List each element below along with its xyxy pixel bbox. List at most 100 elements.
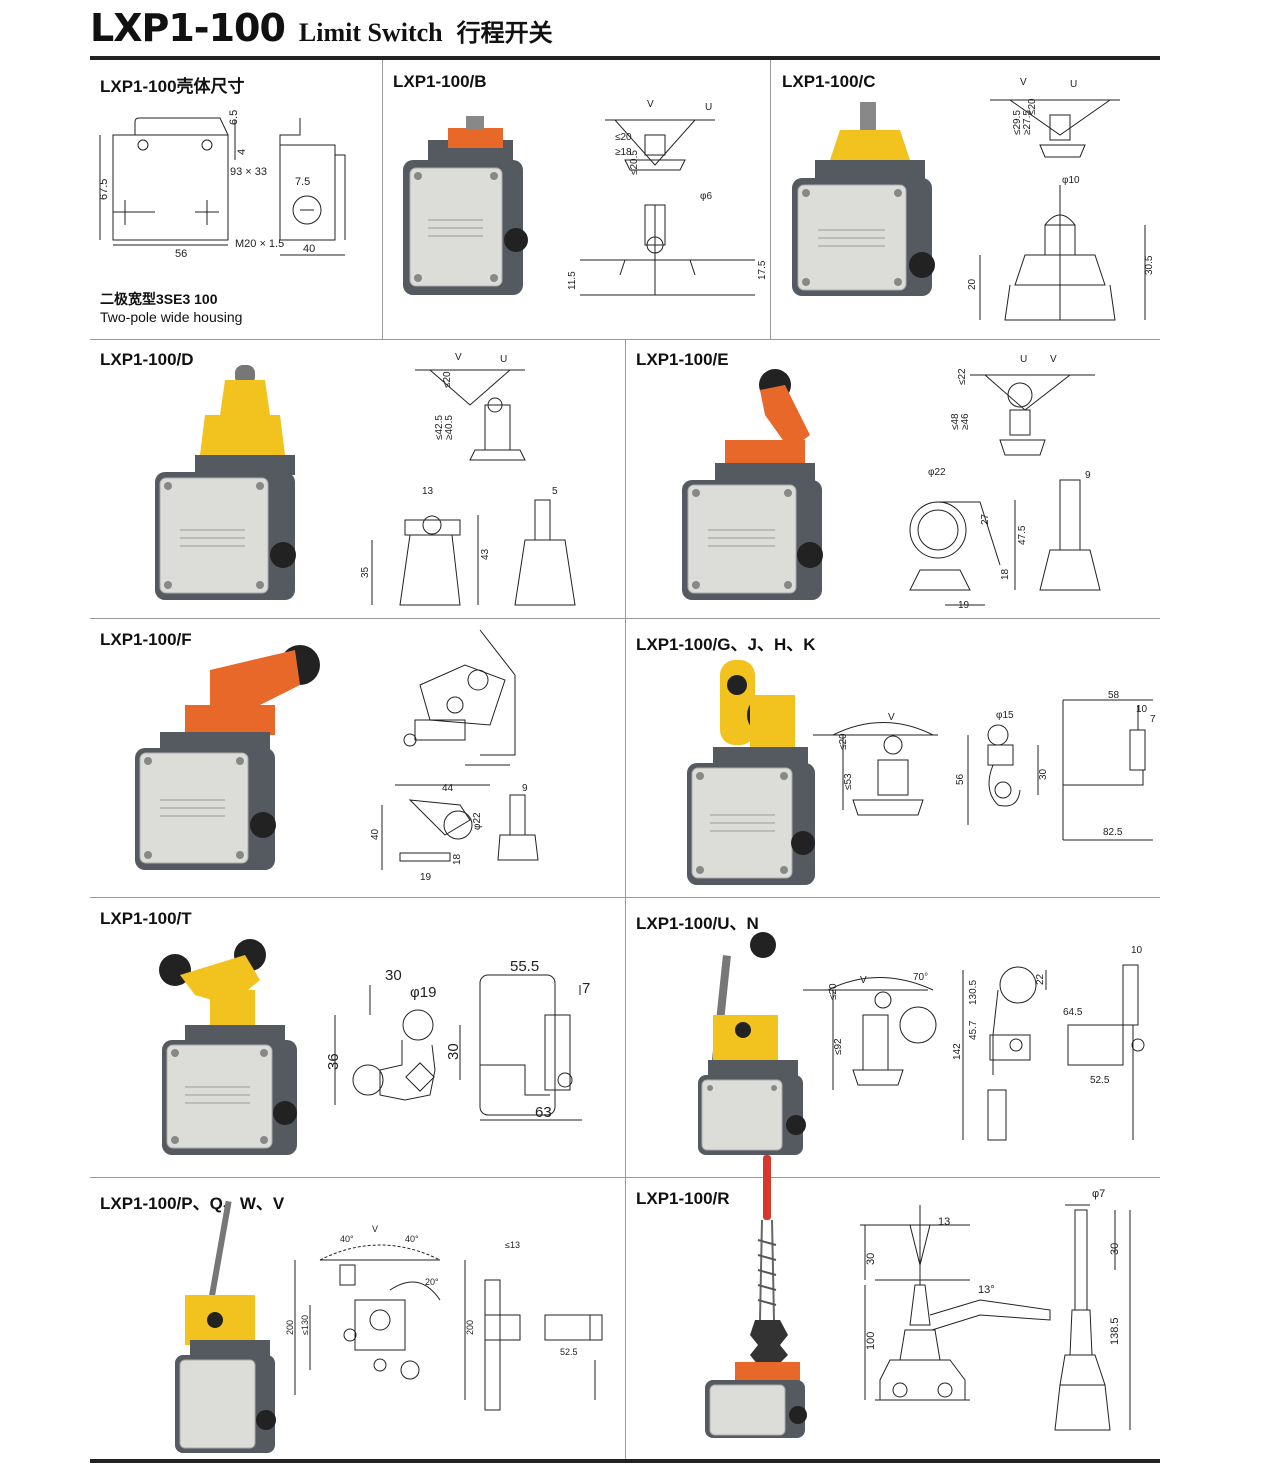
dim-text: ≤20.5: [629, 150, 640, 175]
dim-text: 200: [465, 1320, 475, 1335]
dim-text: 67.5: [98, 179, 110, 200]
dim-text: ≤20: [838, 733, 849, 750]
dimension-drawing-e: U V ≤22 ≤48 ≥46 φ22 9 27 47.5 18 19: [909, 354, 1101, 611]
dim-text: V: [1020, 77, 1027, 88]
dim-text: 13: [422, 486, 434, 497]
dimension-drawing-pqwv: 40° V 40° 200 ≤130 ≤13 20° 200 52.5: [285, 1224, 603, 1411]
dim-text: 58: [1108, 690, 1120, 701]
dim-text: 30: [385, 967, 402, 984]
dim-text: 19: [420, 872, 432, 883]
dim-text: 43: [480, 548, 491, 560]
product-photo-d: [155, 365, 296, 600]
dim-text: ≤20: [1027, 98, 1038, 115]
dim-text: ≤22: [957, 368, 968, 385]
section-label-pqwv: LXP1-100/P、Q、W、V: [100, 1194, 285, 1213]
col-divider: [625, 339, 626, 1459]
product-photo-b: [403, 116, 528, 295]
dim-text: 52.5: [560, 1347, 578, 1357]
dim-text: φ6: [700, 191, 712, 202]
dimension-drawing-gjhk: V ≤20 ≤53 φ15 56 30 58 10 7 82.5: [813, 690, 1156, 841]
housing-note-zh: 二极宽型3SE3 100: [100, 291, 218, 307]
dim-text: ≤20: [828, 983, 839, 1000]
dim-text: 100: [865, 1332, 877, 1350]
section-label-un: LXP1-100/U、N: [636, 914, 759, 933]
dim-text: 35: [360, 566, 371, 578]
dim-text: 20: [967, 278, 978, 290]
dim-text: 40: [370, 828, 381, 840]
dim-text: 27: [980, 513, 991, 525]
dim-text: U: [500, 354, 507, 365]
dim-text: 13°: [978, 1284, 995, 1296]
col-divider: [382, 60, 383, 339]
dim-text: ≥27.5: [1022, 110, 1033, 135]
dim-text: ≤13: [505, 1240, 520, 1250]
section-label-r: LXP1-100/R: [636, 1189, 730, 1208]
dim-text: 10: [1131, 945, 1143, 956]
dim-text: 47.5: [1017, 525, 1028, 545]
dim-text: ≥18: [615, 147, 632, 158]
housing-dimension-drawing: 6.5 4 93 × 33 67.5 56 M20 × 1.5 7.5 40: [98, 110, 346, 260]
page-title: LXP1-100 Limit Switch 行程开关: [90, 6, 553, 56]
dim-text: φ22: [472, 812, 483, 830]
dim-text: M20 × 1.5: [235, 238, 284, 250]
dim-text: 9: [1085, 470, 1091, 481]
dim-text: 200: [285, 1320, 295, 1335]
section-label-gjhk: LXP1-100/G、J、H、K: [636, 635, 816, 654]
dimension-drawing-r: 13 30 13° 100 φ7 30 138.5: [860, 1188, 1131, 1431]
dim-text: 40°: [405, 1234, 419, 1244]
product-photo-t: [159, 939, 297, 1155]
dim-text: 45.7: [968, 1020, 979, 1040]
dim-text: 30: [445, 1043, 462, 1060]
dim-text: 52.5: [1090, 1075, 1110, 1086]
dim-text: 7: [582, 980, 590, 997]
dim-text: 36: [325, 1053, 342, 1070]
dim-text: φ19: [410, 984, 436, 1001]
dim-text: 11.5: [567, 271, 578, 290]
dim-text: ≤48: [950, 413, 961, 430]
dim-text: 93 × 33: [230, 166, 267, 178]
dim-text: U: [1070, 79, 1077, 90]
title-model: LXP1-100: [90, 6, 286, 50]
dim-text: 9: [522, 783, 528, 794]
dim-text: 4: [236, 149, 248, 155]
dimension-drawing-d: V U ≤20 ≤42.5 ≥40.5 13 5 35 43: [360, 352, 576, 606]
dim-text: ≤20: [442, 371, 453, 388]
dim-text: U: [1020, 354, 1027, 365]
dim-text: V: [888, 712, 895, 723]
dim-text: 63: [535, 1104, 552, 1121]
bottom-rule: [90, 1459, 1160, 1463]
dim-text: 17.5: [757, 260, 768, 280]
dim-text: 30: [1109, 1243, 1121, 1255]
dim-text: 142: [952, 1043, 963, 1060]
section-label-b: LXP1-100/B: [393, 72, 487, 91]
top-rule: [90, 56, 1160, 60]
title-english: Limit Switch: [298, 18, 443, 47]
dim-text: 30: [1038, 768, 1049, 780]
product-photo-c: [792, 102, 935, 296]
dim-text: ≥46: [960, 413, 971, 430]
dim-text: ≤92: [833, 1038, 844, 1055]
dim-text: 55.5: [510, 958, 539, 975]
product-photo-pqwv: [175, 1200, 276, 1453]
section-label-e: LXP1-100/E: [636, 350, 729, 369]
dim-text: V: [647, 99, 654, 110]
dim-text: 30.5: [1144, 255, 1155, 275]
dimension-drawing-t: 30 φ19 36 30 55.5 7 63: [325, 958, 590, 1121]
dim-text: V: [372, 1224, 378, 1234]
dim-text: 40°: [340, 1234, 354, 1244]
product-photo-e: [682, 369, 823, 600]
dim-text: ≤29.5: [1012, 110, 1023, 135]
dim-text: 40: [303, 243, 315, 255]
dim-text: 56: [175, 248, 187, 260]
dim-text: φ15: [996, 710, 1014, 721]
dim-text: V: [1050, 354, 1057, 365]
dim-text: 7: [1150, 714, 1156, 725]
product-photo-f: [135, 645, 320, 870]
dim-text: 6.5: [228, 110, 240, 125]
dim-text: ≤130: [300, 1315, 310, 1335]
dim-text: 44: [442, 783, 454, 794]
product-photo-r: [705, 1155, 807, 1438]
dim-text: 30: [865, 1253, 877, 1265]
section-label-c: LXP1-100/C: [782, 72, 876, 91]
dim-text: 70°: [913, 972, 928, 983]
